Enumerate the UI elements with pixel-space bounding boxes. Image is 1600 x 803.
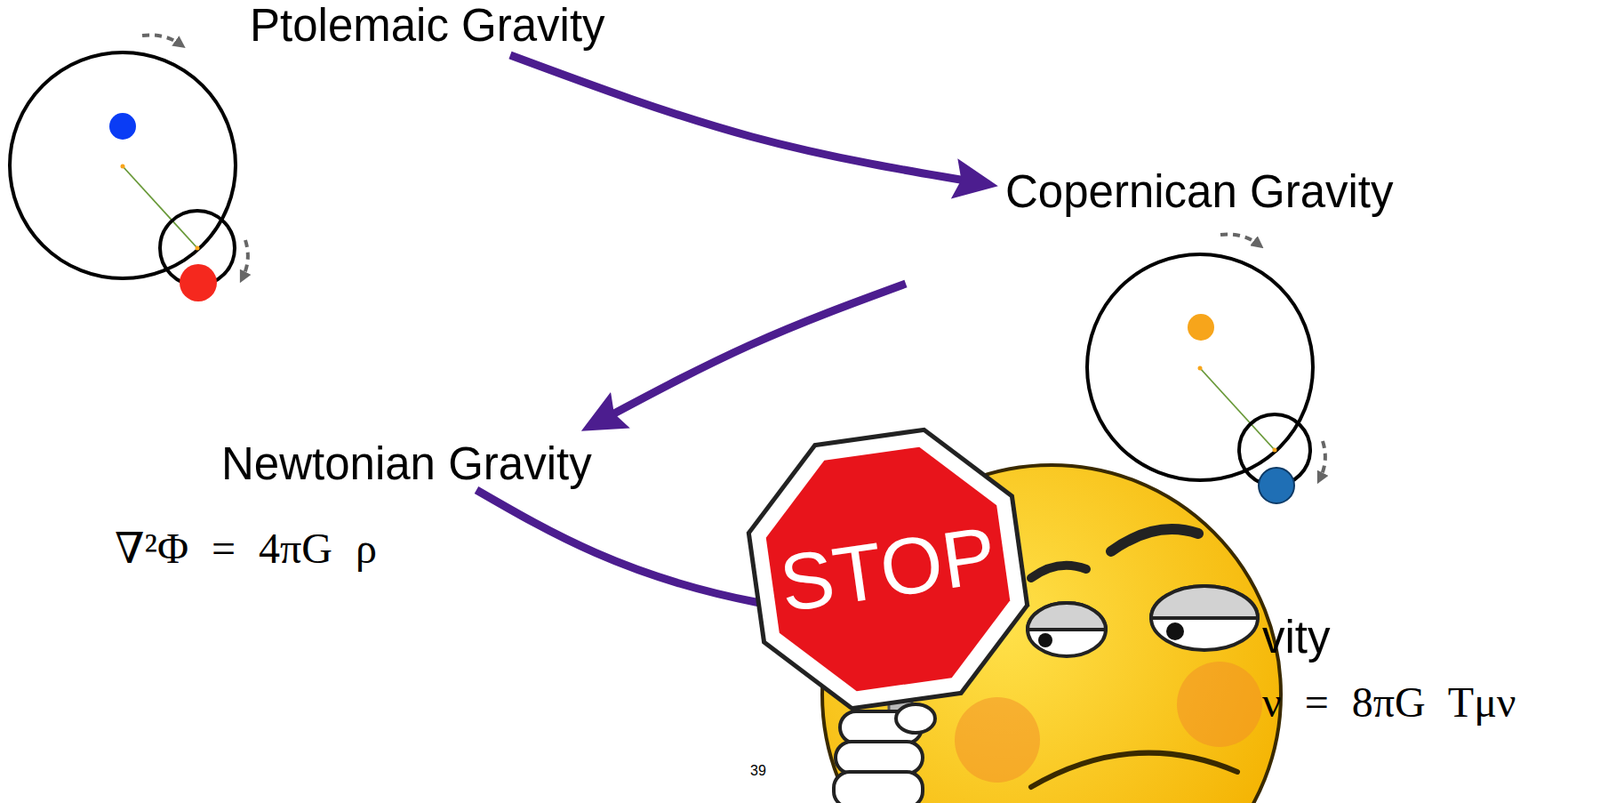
eyebrow bbox=[1031, 565, 1087, 578]
pupil bbox=[1166, 622, 1184, 640]
center-dot bbox=[1272, 448, 1278, 453]
page-number: 39 bbox=[750, 763, 767, 778]
sign-border bbox=[740, 421, 1036, 717]
frown-mouth bbox=[1031, 752, 1238, 787]
radius-line bbox=[122, 166, 198, 248]
center-dot bbox=[195, 246, 200, 251]
stage-title: Copernican Gravity bbox=[1005, 168, 1394, 215]
sign-outline bbox=[735, 416, 1040, 721]
eyebrow bbox=[1111, 528, 1199, 552]
center-dot bbox=[120, 164, 126, 169]
motion-arrow bbox=[242, 240, 248, 278]
evolution-arrow bbox=[589, 283, 906, 427]
motion-arrow bbox=[142, 34, 181, 45]
stop-sign bbox=[735, 416, 1040, 721]
field-equation: ∇²Φ = 4πG ρ bbox=[114, 527, 592, 570]
stage-node: Newtonian Gravity ∇²Φ = 4πG ρ bbox=[114, 440, 592, 570]
fist-finger bbox=[833, 771, 923, 803]
deferent-circle bbox=[9, 52, 236, 279]
earth-dot bbox=[109, 112, 136, 140]
center-dot bbox=[1198, 366, 1203, 371]
motion-arrow bbox=[1320, 440, 1326, 479]
stage-node: vity ν = 8πG Tμν bbox=[1262, 614, 1517, 724]
sign-face bbox=[756, 437, 1020, 701]
eye bbox=[1027, 602, 1106, 656]
stage-node: Copernican Gravity bbox=[1005, 168, 1394, 215]
motion-arrow bbox=[1220, 233, 1259, 245]
fist-finger bbox=[835, 741, 923, 774]
field-equation: ν = 8πG Tμν bbox=[1262, 680, 1517, 724]
eyelid bbox=[1151, 585, 1258, 618]
radius-line bbox=[1200, 368, 1275, 450]
stage-title: vity bbox=[1262, 614, 1517, 660]
planet-dot bbox=[179, 264, 217, 302]
sun-dot bbox=[1187, 313, 1215, 341]
stage-title: Newtonian Gravity bbox=[221, 440, 592, 487]
cheek-blush bbox=[954, 696, 1040, 783]
evolution-arrow bbox=[510, 55, 990, 185]
eyelid bbox=[1027, 602, 1106, 630]
stage-title: Ptolemaic Gravity bbox=[249, 2, 606, 48]
eye bbox=[1151, 585, 1258, 650]
stage-node: Ptolemaic Gravity bbox=[249, 2, 606, 48]
pupil bbox=[1038, 632, 1053, 648]
deferent-circle bbox=[1087, 254, 1313, 480]
planet-dot bbox=[1258, 467, 1295, 504]
cheek-blush bbox=[1176, 661, 1263, 747]
fist-thumb bbox=[896, 704, 936, 733]
